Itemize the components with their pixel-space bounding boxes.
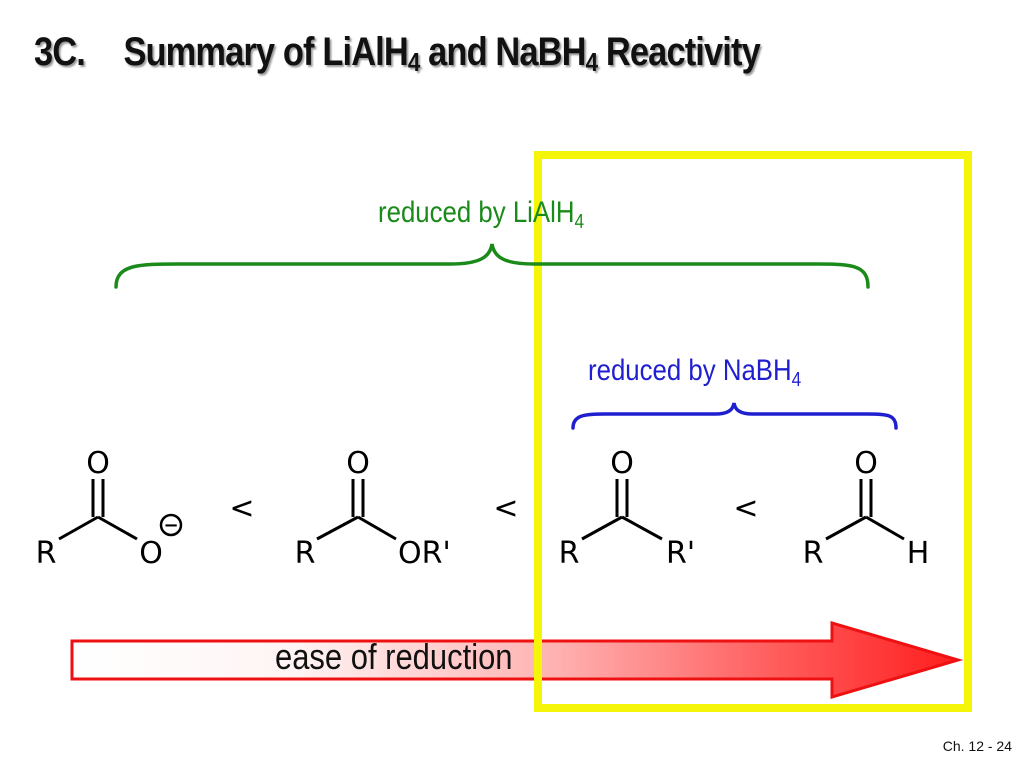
ester-oxygen: O bbox=[346, 446, 370, 481]
arrow-label: ease of reduction bbox=[275, 636, 513, 677]
slide-title: 3C.Summary of LiAlH4 and NaBH4 Reactivit… bbox=[34, 30, 761, 77]
aldehyde-r-group: R bbox=[803, 536, 824, 571]
negative-charge-symbol: − bbox=[163, 515, 178, 536]
title-part1: Summary of LiAlH bbox=[123, 30, 408, 74]
ester-or-group: OR' bbox=[398, 536, 451, 571]
comparator-1: < bbox=[229, 491, 254, 526]
carboxylate-oxygen: O bbox=[86, 446, 110, 481]
nabh4-brace bbox=[571, 402, 898, 430]
carboxylate-structure: O R O − bbox=[36, 446, 183, 571]
aldehyde-structure: O R H bbox=[803, 446, 930, 571]
title-part3: Reactivity bbox=[597, 30, 761, 74]
comparator-3: < bbox=[733, 491, 758, 526]
negative-charge-icon bbox=[159, 513, 183, 537]
lialh4-brace bbox=[114, 243, 870, 289]
ester-r-group: R bbox=[295, 536, 316, 571]
ketone-oxygen: O bbox=[610, 446, 634, 481]
lialh4-label: reduced by LiAlH4 bbox=[378, 196, 585, 233]
lialh4-label-sub: 4 bbox=[574, 211, 585, 233]
comparator-2: < bbox=[493, 491, 518, 526]
highlight-box bbox=[534, 151, 972, 712]
aldehyde-h-group: H bbox=[907, 536, 930, 571]
title-part2: and NaBH bbox=[419, 30, 586, 74]
ketone-r-prime-group: R' bbox=[666, 536, 695, 571]
ketone-r-group: R bbox=[559, 536, 580, 571]
aldehyde-oxygen: O bbox=[854, 446, 878, 481]
title-sub1: 4 bbox=[407, 47, 420, 77]
lialh4-label-text: reduced by LiAlH bbox=[378, 196, 575, 229]
nabh4-label-text: reduced by NaBH bbox=[588, 354, 792, 387]
page-number: Ch. 12 - 24 bbox=[942, 738, 1012, 754]
ketone-structure: O R R' bbox=[559, 446, 696, 571]
nabh4-label-sub: 4 bbox=[791, 369, 802, 391]
title-number: 3C. bbox=[34, 30, 86, 74]
ease-of-reduction-arrow bbox=[70, 620, 964, 700]
nabh4-label: reduced by NaBH4 bbox=[588, 354, 802, 391]
carboxylate-r-group: R bbox=[36, 536, 57, 571]
ester-structure: O R OR' bbox=[295, 446, 451, 571]
carboxylate-o-group: O bbox=[139, 536, 163, 571]
title-sub2: 4 bbox=[585, 47, 598, 77]
